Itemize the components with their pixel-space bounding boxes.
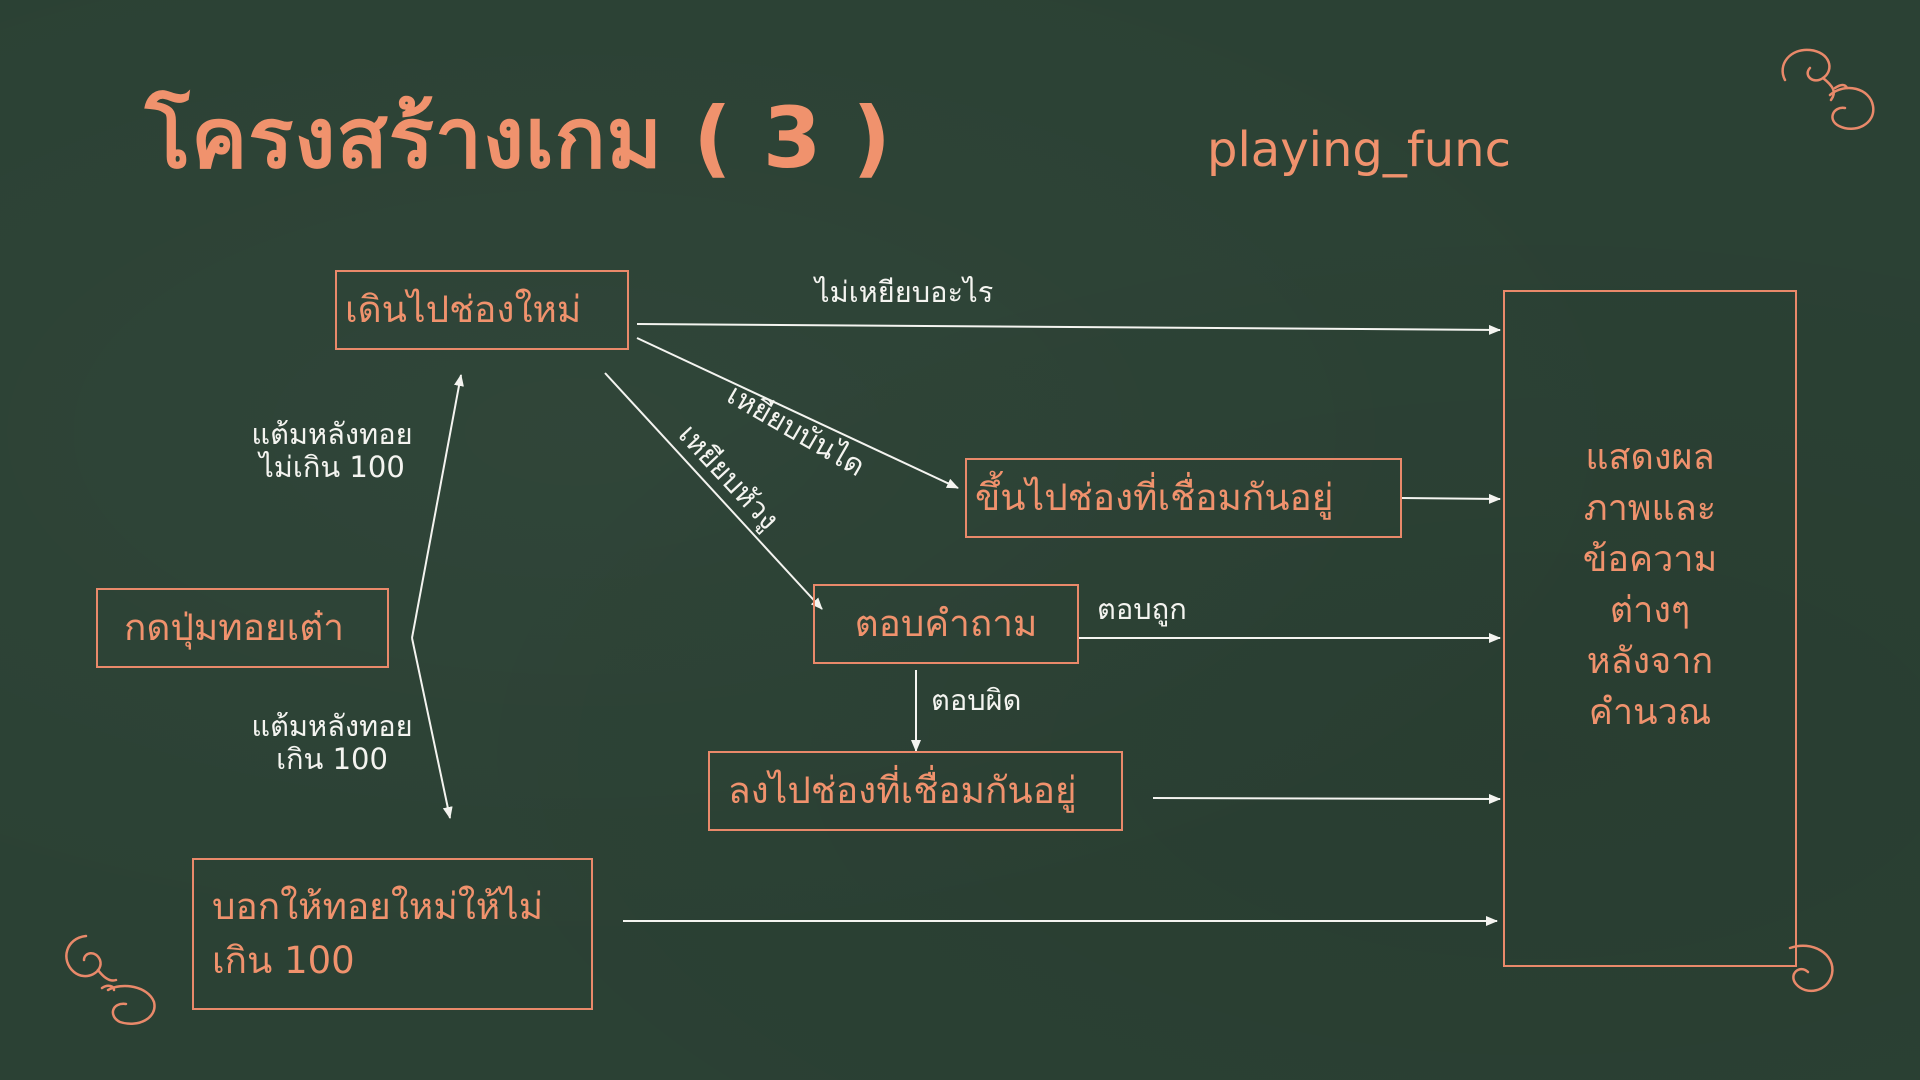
- arrow-down-to-result: [1152, 793, 1501, 804]
- node-press-dice: กดปุ่มทอยเต๋า: [96, 588, 389, 668]
- node-walk-new-cell-label: เดินไปช่องใหม่: [345, 287, 582, 331]
- arrow-walk-to-ask: [604, 372, 823, 610]
- node-show-result: แสดงผล ภาพและ ข้อความ ต่างๆ หลังจาก คำนว…: [1503, 290, 1797, 967]
- arrow-press-to-tell: [411, 637, 453, 819]
- node-answer-question-label: ตอบคำถาม: [854, 601, 1038, 645]
- node-climb-linked-cell-label: ขึ้นไปช่องที่เชื่อมกันอยู่: [975, 475, 1334, 519]
- node-show-result-label: แสดงผล ภาพและ ข้อความ ต่างๆ หลังจาก คำนว…: [1582, 437, 1718, 733]
- node-walk-new-cell: เดินไปช่องใหม่: [335, 270, 629, 350]
- node-answer-question: ตอบคำถาม: [813, 584, 1079, 664]
- node-tell-reroll: บอกให้ทอยใหม่ให้ไม่เกิน 100: [192, 858, 593, 1010]
- label-nothing: ไม่เหยียบอะไร: [815, 275, 994, 309]
- swirl-ornament-bottom-right: [1788, 944, 1834, 993]
- label-over-100: แต้มหลังทอย เกิน 100: [251, 709, 413, 777]
- swirl-ornament-bottom-left: [65, 934, 156, 1025]
- arrow-walk-to-result: [636, 323, 1501, 335]
- slide-title: โครงสร้างเกม ( 3 ): [145, 89, 892, 187]
- node-tell-reroll-label: บอกให้ทอยใหม่ให้ไม่เกิน 100: [212, 885, 544, 982]
- label-correct: ตอบถูก: [1097, 592, 1187, 626]
- arrow-press-to-walk: [411, 374, 464, 639]
- node-go-down-linked-cell-label: ลงไปช่องที่เชื่อมกันอยู่: [728, 768, 1077, 812]
- swirl-ornament-top-right: [1781, 48, 1875, 131]
- node-go-down-linked-cell: ลงไปช่องที่เชื่อมกันอยู่: [708, 751, 1123, 831]
- function-name: playing_func: [1207, 122, 1511, 178]
- arrow-climb-to-result: [1401, 493, 1501, 504]
- label-wrong: ตอบผิด: [931, 683, 1022, 717]
- label-not-over-100: แต้มหลังทอย ไม่เกิน 100: [251, 417, 413, 485]
- node-press-dice-label: กดปุ่มทอยเต๋า: [124, 605, 345, 649]
- node-climb-linked-cell: ขึ้นไปช่องที่เชื่อมกันอยู่: [965, 458, 1402, 538]
- arrow-walk-to-climb: [636, 337, 959, 489]
